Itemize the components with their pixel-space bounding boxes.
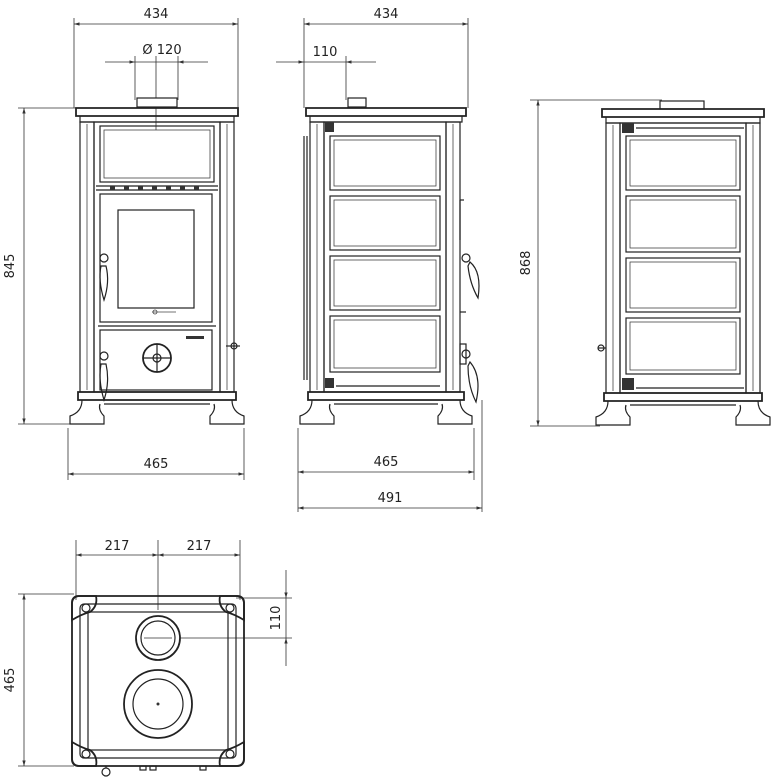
front-top-width-label: 434 bbox=[144, 7, 169, 22]
plan-flue-outlet bbox=[135, 615, 181, 661]
front-base-width-label: 465 bbox=[144, 457, 169, 472]
front-view: 434 Ø 120 845 bbox=[3, 7, 245, 480]
door-handle-icon bbox=[99, 253, 109, 302]
side-top-width-label: 434 bbox=[374, 7, 399, 22]
side-flue-offset-label: 110 bbox=[313, 45, 338, 60]
ash-drawer bbox=[99, 329, 213, 391]
flue-collar bbox=[136, 97, 178, 108]
front-height-label: 845 bbox=[3, 254, 18, 279]
plan-half-left-label: 217 bbox=[105, 539, 130, 554]
fire-door-glass bbox=[117, 209, 195, 309]
plan-hob-plate bbox=[123, 669, 193, 739]
side-door-handle-icon bbox=[461, 253, 480, 300]
plan-top-outline bbox=[71, 595, 245, 767]
side-total-depth-label: 491 bbox=[378, 491, 403, 506]
plan-depth-label: 465 bbox=[3, 668, 18, 693]
fire-door bbox=[99, 193, 213, 323]
side-base-width-label: 465 bbox=[374, 455, 399, 470]
side-drawer-handle-icon bbox=[459, 343, 479, 404]
back-view: 868 bbox=[519, 99, 771, 427]
plan-view: 217 217 110 465 bbox=[3, 539, 292, 777]
plan-flue-offset-label: 110 bbox=[269, 606, 284, 631]
air-regulator-icon bbox=[142, 343, 172, 373]
flue-diameter-label: Ø 120 bbox=[142, 43, 181, 58]
side-view: 434 110 bbox=[276, 7, 483, 512]
plan-corner-posts bbox=[71, 595, 245, 767]
back-height-label: 868 bbox=[519, 251, 534, 276]
plan-half-right-label: 217 bbox=[187, 539, 212, 554]
